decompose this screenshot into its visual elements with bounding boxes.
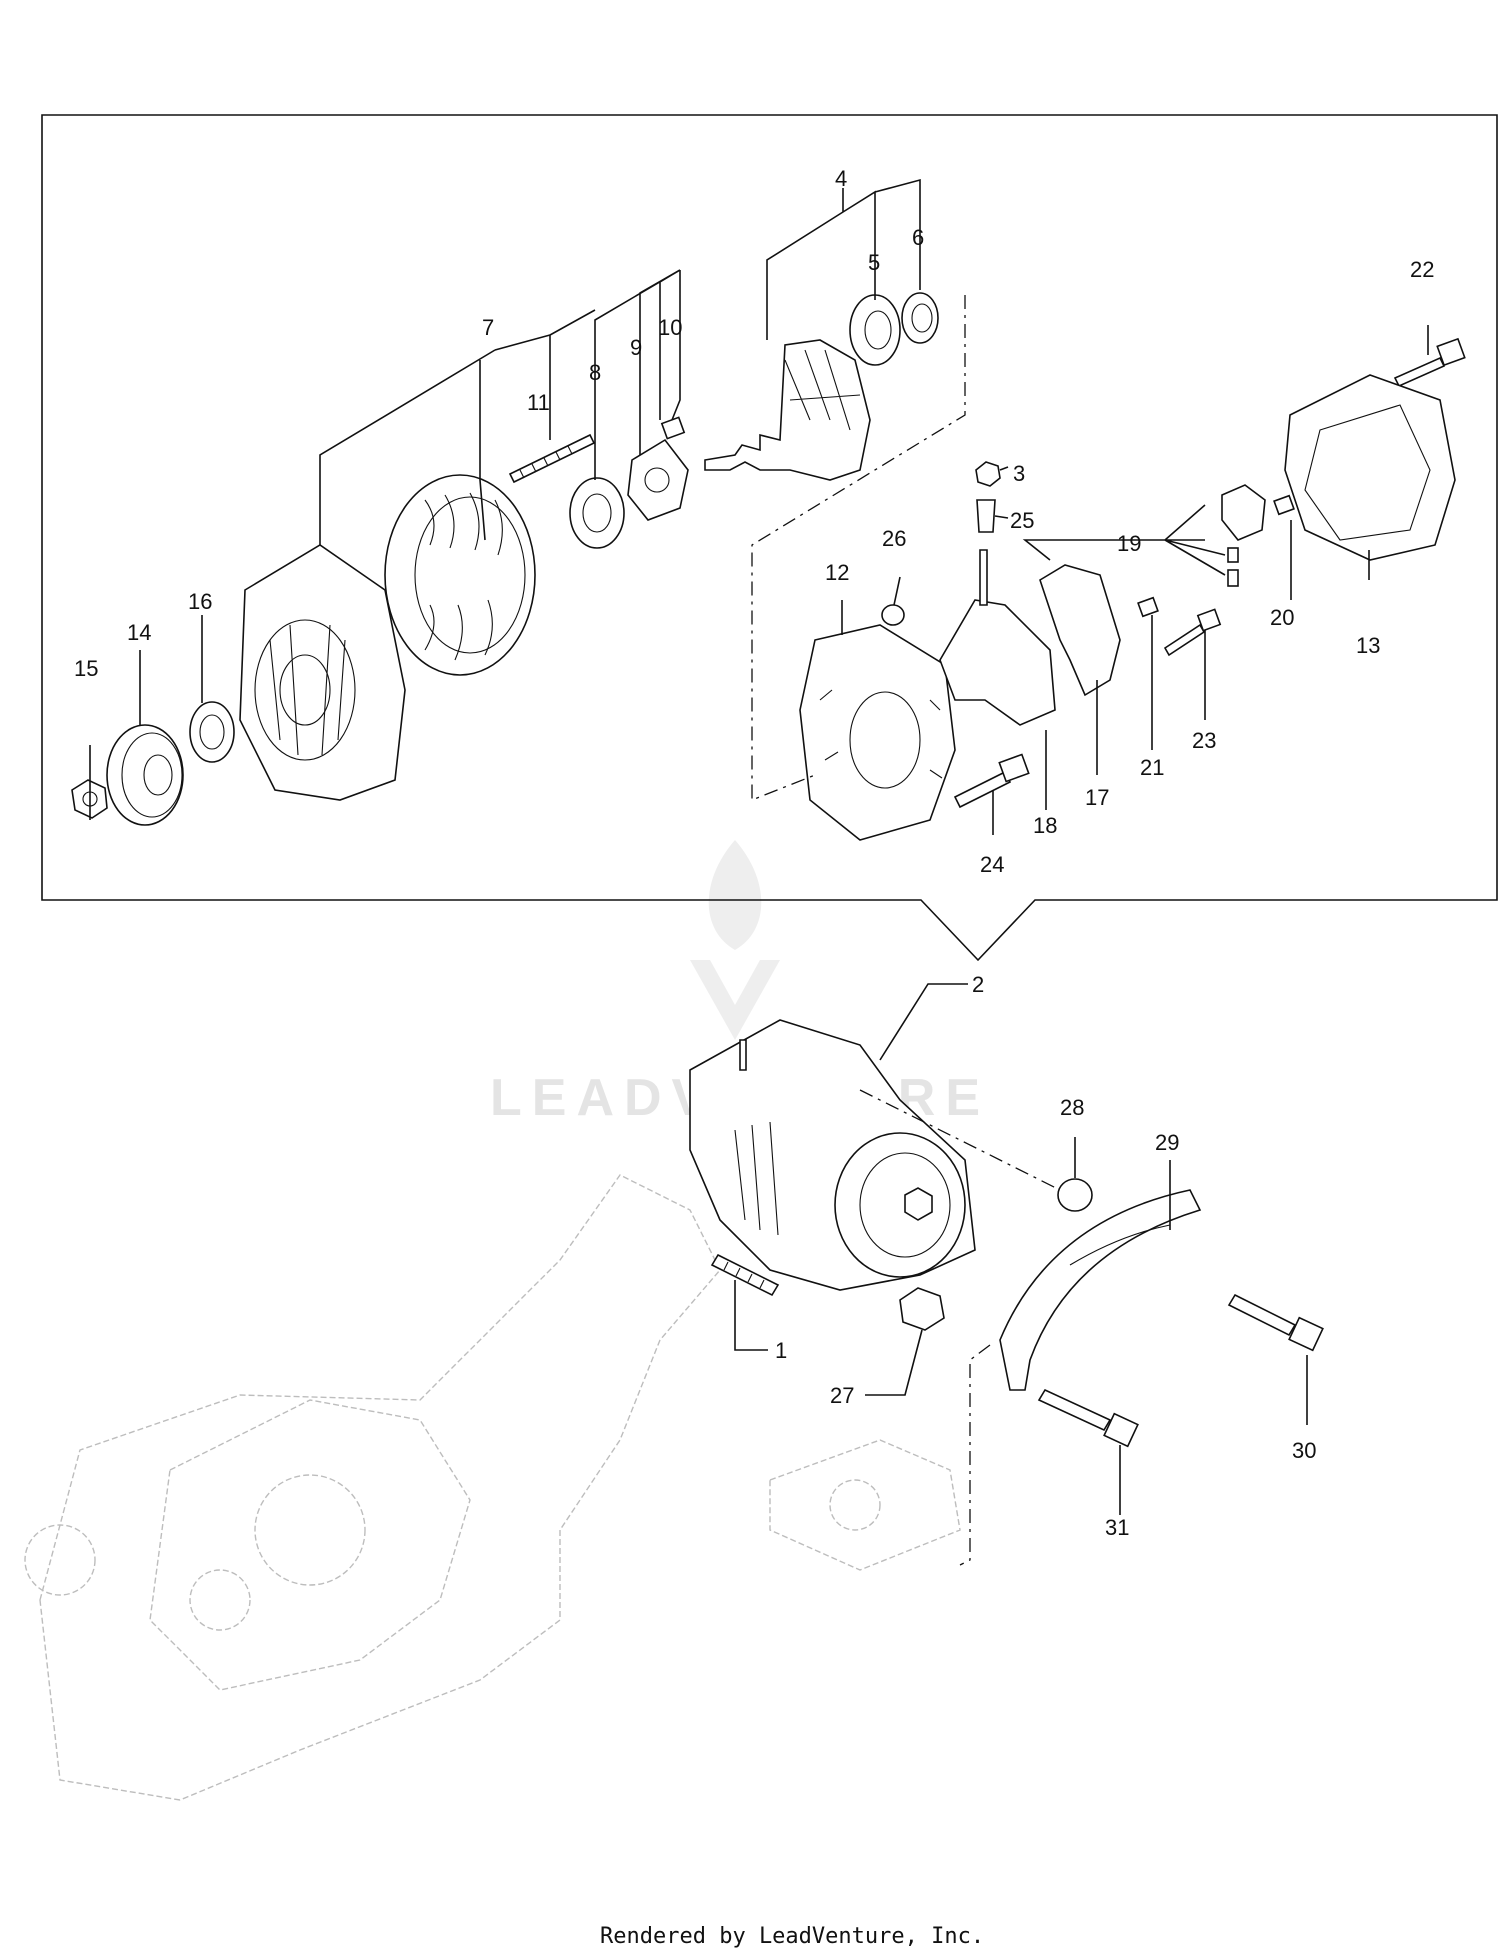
part-27-flange-nut: [899, 1287, 945, 1331]
part-28-collar: [1057, 1178, 1093, 1212]
part-2-alternator-assembly: [689, 1019, 976, 1291]
part-8-bearing: [569, 477, 625, 549]
part-24-bolt: [953, 753, 1030, 809]
callout-31: 31: [1105, 1515, 1129, 1540]
callouts: 4 6 5 22 7 9 10 8 11 3 25 26 19 12 16 20…: [74, 166, 1434, 1540]
part-29-adjusting-plate: [999, 1189, 1202, 1391]
callout-17: 17: [1085, 785, 1109, 810]
part-10-screw: [660, 416, 686, 440]
part-9-retainer-plate: [627, 438, 689, 521]
part-19-regulator-assembly: [1221, 484, 1266, 587]
callout-29: 29: [1155, 1130, 1179, 1155]
part-22-through-bolt: [1393, 337, 1466, 388]
callout-16: 16: [188, 589, 212, 614]
leader-lines: [89, 178, 1429, 1515]
callout-22: 22: [1410, 257, 1434, 282]
callout-28: 28: [1060, 1095, 1084, 1120]
callout-30: 30: [1292, 1438, 1316, 1463]
part-25-insulator: [976, 499, 996, 533]
part-17-brush-holder: [1039, 564, 1121, 697]
part-31-bolt: [1037, 1388, 1139, 1448]
callout-25: 25: [1010, 508, 1034, 533]
inset-frame: [41, 114, 1498, 962]
callout-15: 15: [74, 656, 98, 681]
part-12-rear-frame: [799, 624, 956, 841]
part-13-end-cover: [1284, 374, 1456, 561]
alignment-line-rotor: [751, 295, 966, 801]
part-30-bolt: [1227, 1293, 1324, 1352]
part-20-screw: [1273, 494, 1295, 516]
callout-1: 1: [775, 1338, 787, 1363]
part-14-pulley: [106, 724, 184, 826]
part-3-terminal-nut: [975, 461, 1001, 487]
callout-11: 11: [527, 390, 550, 415]
callout-9: 9: [630, 335, 642, 360]
callout-12: 12: [825, 560, 849, 585]
callout-6: 6: [912, 225, 924, 250]
part-6-bearing-cover: [901, 292, 939, 344]
callout-10: 10: [658, 315, 682, 340]
alignment-line-bracket: [959, 1344, 991, 1566]
callout-2: 2: [972, 972, 984, 997]
watermark-flame-icon: [708, 840, 762, 950]
part-21-screw: [1137, 596, 1159, 618]
callout-18: 18: [1033, 813, 1057, 838]
part-16-spacer-collar: [189, 701, 235, 763]
callout-3: 3: [1013, 461, 1025, 486]
part-5-bearing: [849, 294, 901, 366]
callout-4: 4: [835, 166, 847, 191]
part-26-nut: [881, 604, 905, 626]
part-23-bolt: [1163, 608, 1222, 657]
part-7-stator-assembly: [384, 474, 536, 676]
part-4-rotor-assembly: [704, 339, 871, 481]
callout-19: 19: [1117, 531, 1141, 556]
callout-20: 20: [1270, 605, 1294, 630]
part-7-drive-end-frame: [239, 544, 406, 801]
callout-14: 14: [127, 620, 151, 645]
part-18-rectifier: [939, 549, 1056, 726]
watermark-v-icon: [690, 960, 780, 1040]
callout-13: 13: [1356, 633, 1380, 658]
callout-8: 8: [589, 360, 601, 385]
callout-27: 27: [830, 1383, 854, 1408]
callout-5: 5: [868, 250, 880, 275]
callout-23: 23: [1192, 728, 1216, 753]
footer-credit: Rendered by LeadVenture, Inc.: [600, 1924, 984, 1949]
alignment-line-alternator: [859, 1089, 1061, 1191]
part-11-stud-bolt: [508, 433, 596, 484]
engine-block-outline: [24, 1174, 961, 1801]
callout-26: 26: [882, 526, 906, 551]
callout-7: 7: [482, 315, 494, 340]
callout-24: 24: [980, 852, 1004, 877]
part-1-stud-bolt: [710, 1253, 780, 1297]
callout-21: 21: [1140, 755, 1164, 780]
